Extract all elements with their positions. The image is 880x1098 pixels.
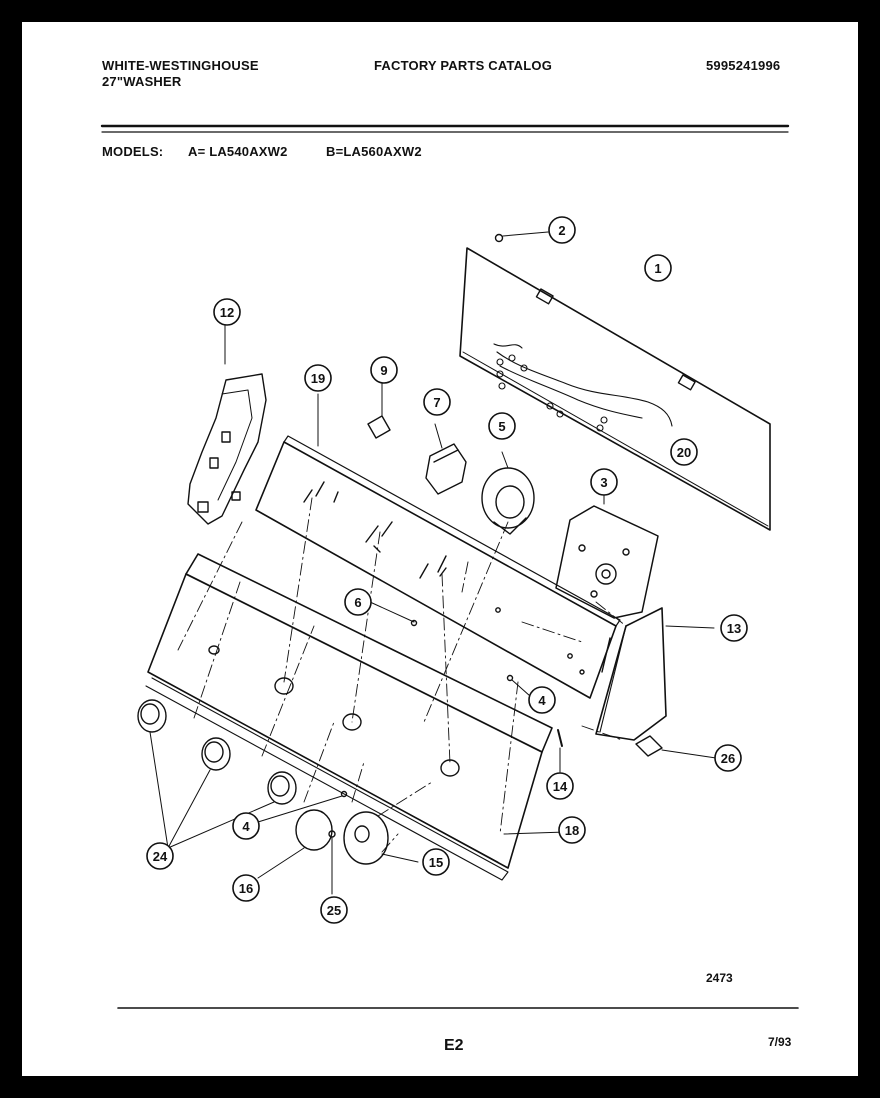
callout-9: 9: [380, 363, 387, 378]
part-19-mounting-plate: [255, 393, 621, 699]
model-b: B=LA560AXW2: [326, 144, 422, 159]
callout-5: 5: [498, 419, 505, 434]
callout-18: 18: [565, 823, 579, 838]
callout-26: 26: [721, 751, 735, 766]
callout-2: 2: [558, 223, 565, 238]
assembly-guide-lines: [177, 497, 627, 853]
callout-13: 13: [727, 621, 741, 636]
callout-19: 19: [311, 371, 325, 386]
part-24-knobs: [137, 699, 297, 849]
callout-3: 3: [600, 475, 607, 490]
catalog-number: 5995241996: [706, 58, 781, 73]
part-3-timer: [555, 491, 659, 619]
models-label: MODELS:: [102, 144, 164, 159]
part-7-rotary-switch: [425, 423, 467, 495]
part-5-pressure-switch: [481, 451, 535, 535]
exploded-parts-diagram: 2 1 12 19 9 7 5 20 3 6 13 4 26 14 4 18 2…: [100, 124, 799, 1054]
callout-6: 6: [354, 595, 361, 610]
appliance-type: 27"WASHER: [102, 74, 182, 89]
catalog-title: FACTORY PARTS CATALOG: [374, 58, 553, 73]
callout-15: 15: [429, 855, 443, 870]
callout-12: 12: [220, 305, 234, 320]
catalog-page: WHITE-WESTINGHOUSE 27"WASHER FACTORY PAR…: [22, 22, 858, 1076]
callout-7: 7: [433, 395, 440, 410]
part-2-screw: [494, 231, 549, 243]
part-12-bracket: [187, 321, 267, 525]
part-18-control-console: [145, 553, 567, 881]
part-4-screw-upper: [506, 674, 531, 697]
part-25-clip: [328, 830, 336, 895]
part-6-screw: [369, 601, 418, 627]
page-code: E2: [444, 1037, 464, 1054]
callout-4-lower: 4: [242, 819, 250, 834]
callout-1: 1: [654, 261, 661, 276]
part-13-end-cap: [595, 607, 715, 741]
part-15-dial: [343, 811, 419, 865]
part-9-switch: [367, 379, 391, 439]
revision-date: 7/93: [768, 1035, 792, 1049]
brand-name: WHITE-WESTINGHOUSE: [102, 58, 259, 73]
model-a: A= LA540AXW2: [188, 144, 288, 159]
callout-bubbles: [146, 216, 748, 924]
callout-24: 24: [153, 849, 168, 864]
part-1-rear-panel: [459, 247, 771, 531]
callout-16: 16: [239, 881, 253, 896]
callout-4-upper: 4: [538, 693, 546, 708]
callout-20: 20: [677, 445, 691, 460]
callout-25: 25: [327, 903, 341, 918]
part-4-screw-lower: [257, 790, 348, 823]
drawing-number: 2473: [706, 971, 733, 985]
callout-14: 14: [553, 779, 568, 794]
part-20-wire-harness: [493, 343, 673, 432]
part-26-clip: [635, 735, 717, 759]
part-14-screw: [557, 729, 563, 773]
part-16-knob: [257, 809, 333, 879]
